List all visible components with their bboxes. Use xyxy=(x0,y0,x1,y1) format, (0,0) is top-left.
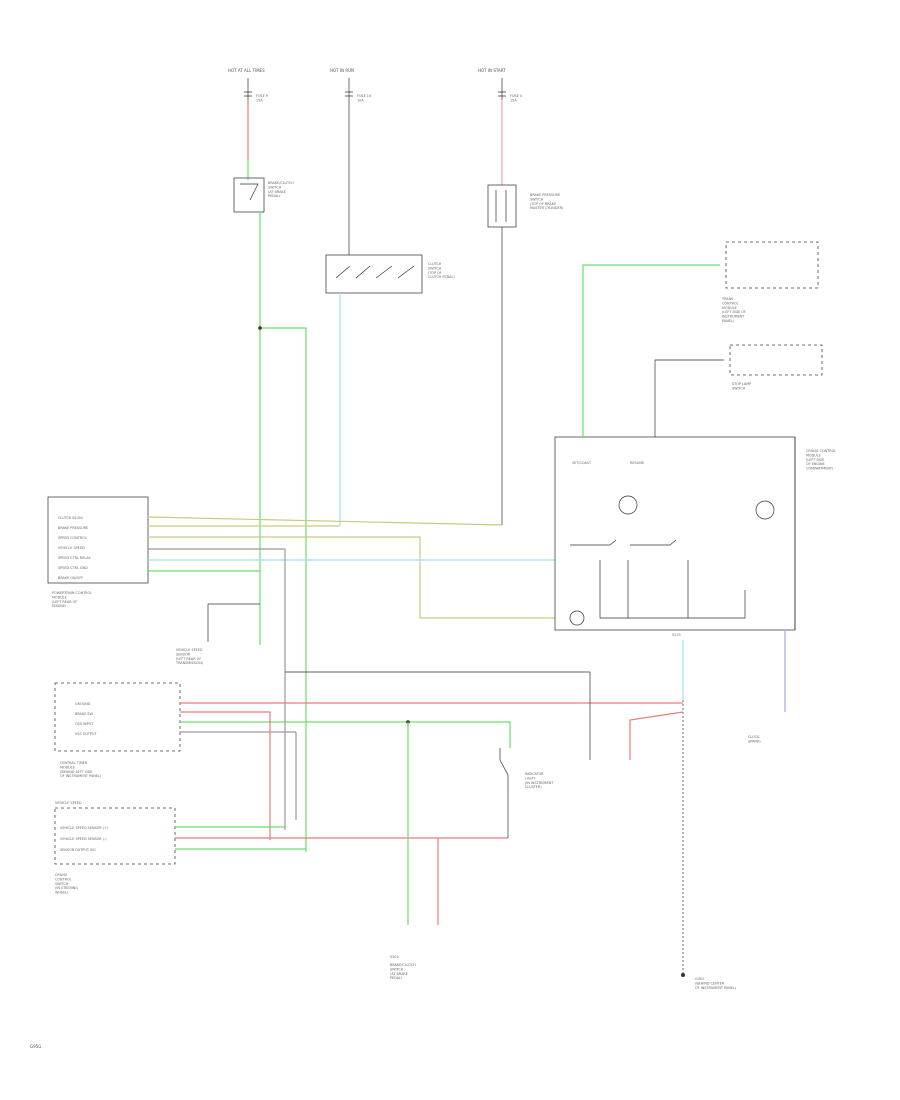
pcm-pin-list: CLUTCH IN-SIG BRAKE PRESSURE SPEED CONTROL… xyxy=(58,516,91,580)
ctm-pin-2: OSS INPUT xyxy=(75,722,94,726)
svg-text:RESUME: RESUME xyxy=(630,461,644,465)
svg-text:HOT IN START: HOT IN START xyxy=(478,68,506,73)
cluster-pin-list: VEHICLE SPEED SENSOR (+) VEHICLE SPEED SE… xyxy=(60,826,109,852)
pcm-pin-5: SPEED CTRL GND xyxy=(58,566,88,570)
module-vacuum-icon xyxy=(569,610,585,626)
ctm-pin-3: VSS OUTPUT xyxy=(75,732,97,736)
wire-grey-to-module xyxy=(285,671,591,760)
ctm-pin-1: BRAKE SW xyxy=(75,712,93,716)
svg-text:HOT AT ALL TIMES: HOT AT ALL TIMES xyxy=(228,68,265,73)
pcm-pin-4: SPEED CTRL RELAY xyxy=(58,556,91,560)
svg-text:S305: S305 xyxy=(390,955,399,959)
svg-text:HOT IN RUN: HOT IN RUN xyxy=(330,68,354,73)
wire-pcm-olive-3 xyxy=(148,536,555,619)
pcm-pin-3: VEHICLE SPEED xyxy=(58,546,85,550)
wire-pcm-olive-1 xyxy=(147,516,503,526)
pcm-pin-2: SPEED CONTROL xyxy=(58,536,87,540)
wire-grey-top-right xyxy=(654,359,724,437)
ctm-pin-list: GROUND BRAKE SW OSS INPUT VSS OUTPUT xyxy=(75,702,97,736)
ctm-pin-0: GROUND xyxy=(75,702,91,706)
module-motor-left-icon xyxy=(618,495,638,515)
svg-text:SET/COAST: SET/COAST xyxy=(572,461,592,465)
svg-text:VEHICLE SPEED: VEHICLE SPEED xyxy=(55,801,82,805)
diagram-code: G95G xyxy=(30,1044,41,1049)
wire-green-top-right xyxy=(582,264,720,437)
wire-red-clockspring xyxy=(629,711,684,760)
pcm-pin-1: BRAKE PRESSURE xyxy=(58,526,88,530)
wire-green-ctm xyxy=(180,721,511,748)
svg-text:CLOCK-SPRING: CLOCK-SPRING xyxy=(748,735,761,743)
cluster-pin-1: VEHICLE SPEED SENSOR (-) xyxy=(60,837,107,841)
pcm-pin-6: BRAKE ON/OFF xyxy=(58,576,83,580)
pcm-pin-0: CLUTCH IN-SIG xyxy=(58,516,83,520)
cluster-pin-0: VEHICLE SPEED SENSOR (+) xyxy=(60,826,109,830)
cluster-pin-2: SENSOR OUTPUT SIG xyxy=(60,848,96,852)
module-motor-right-icon xyxy=(755,500,775,520)
wire-green-branch xyxy=(260,327,307,852)
svg-text:S219: S219 xyxy=(672,633,681,637)
